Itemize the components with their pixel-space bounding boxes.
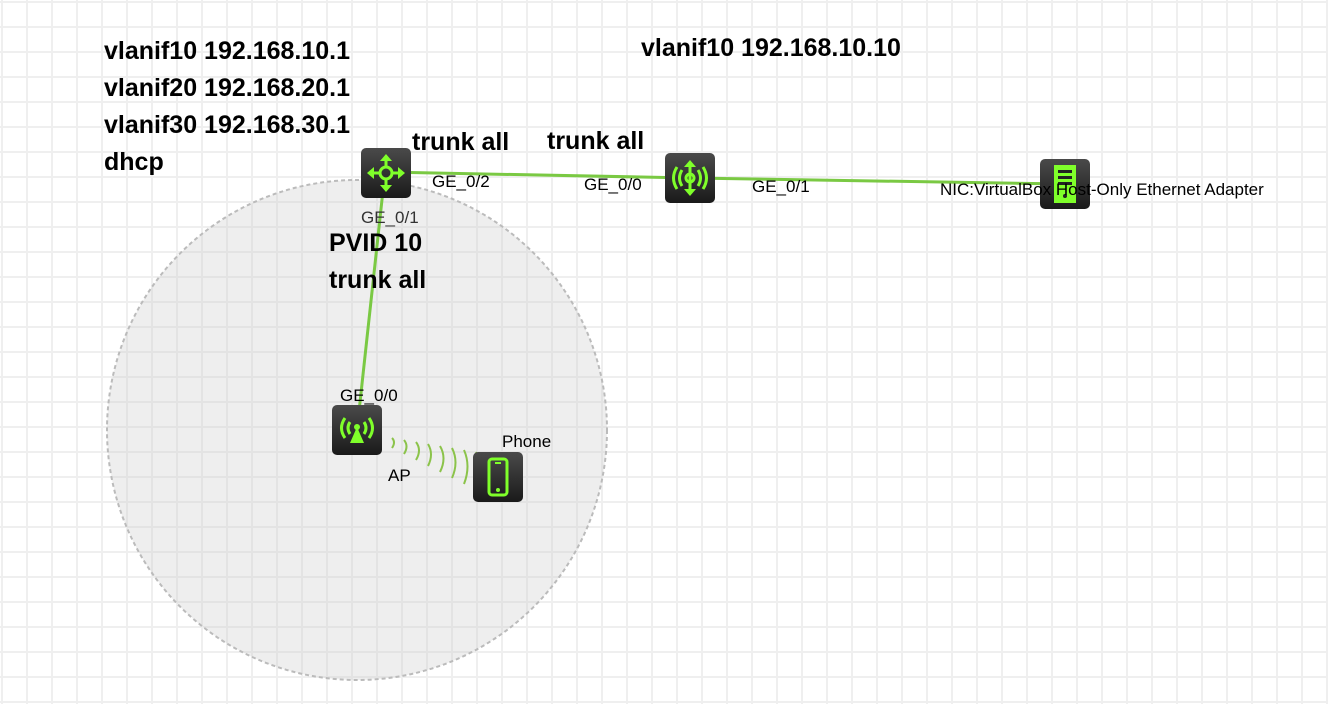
access-point[interactable] [332, 405, 382, 455]
cloud-label: NIC:VirtualBox Host-Only Ethernet Adapte… [940, 180, 1264, 199]
port-label: GE_0/0 [340, 386, 398, 405]
core-switch[interactable] [361, 148, 411, 198]
port-label: GE_0/1 [361, 208, 419, 227]
note-line: dhcp [104, 148, 164, 176]
phone-label: Phone [502, 432, 552, 451]
port-label: GE_0/0 [584, 175, 642, 194]
port-label: GE_0/1 [752, 177, 810, 196]
note-line: vlanif20 192.168.20.1 [104, 74, 351, 102]
ap-label: AP [388, 466, 411, 485]
note-line: vlanif30 192.168.30.1 [104, 111, 351, 139]
switch[interactable] [665, 153, 715, 203]
link-core-ap[interactable] [355, 171, 387, 431]
pvid-trunk-note: trunk all [329, 266, 427, 294]
wifi-antenna-icon [340, 417, 374, 443]
sw-config-note: vlanif10 192.168.10.10 [641, 34, 901, 62]
cloud-host[interactable] [1040, 159, 1090, 209]
phone[interactable] [473, 452, 523, 502]
pvid-note: PVID 10 [329, 229, 423, 257]
sw-trunk-note: trunk all [547, 127, 645, 155]
server-icon [1054, 165, 1076, 203]
port-label: GE_0/2 [432, 172, 490, 191]
link-core-sw[interactable] [384, 170, 691, 180]
router-arrows-icon [367, 154, 405, 192]
switch-icon [672, 160, 708, 196]
link-sw-cloud[interactable] [689, 176, 1066, 186]
note-line: vlanif10 192.168.10.1 [104, 37, 351, 65]
core-trunk-note: trunk all [412, 128, 510, 156]
core-config-note: vlanif10 192.168.10.1 vlanif20 192.168.2… [104, 33, 350, 181]
mobile-phone-icon [487, 457, 509, 497]
